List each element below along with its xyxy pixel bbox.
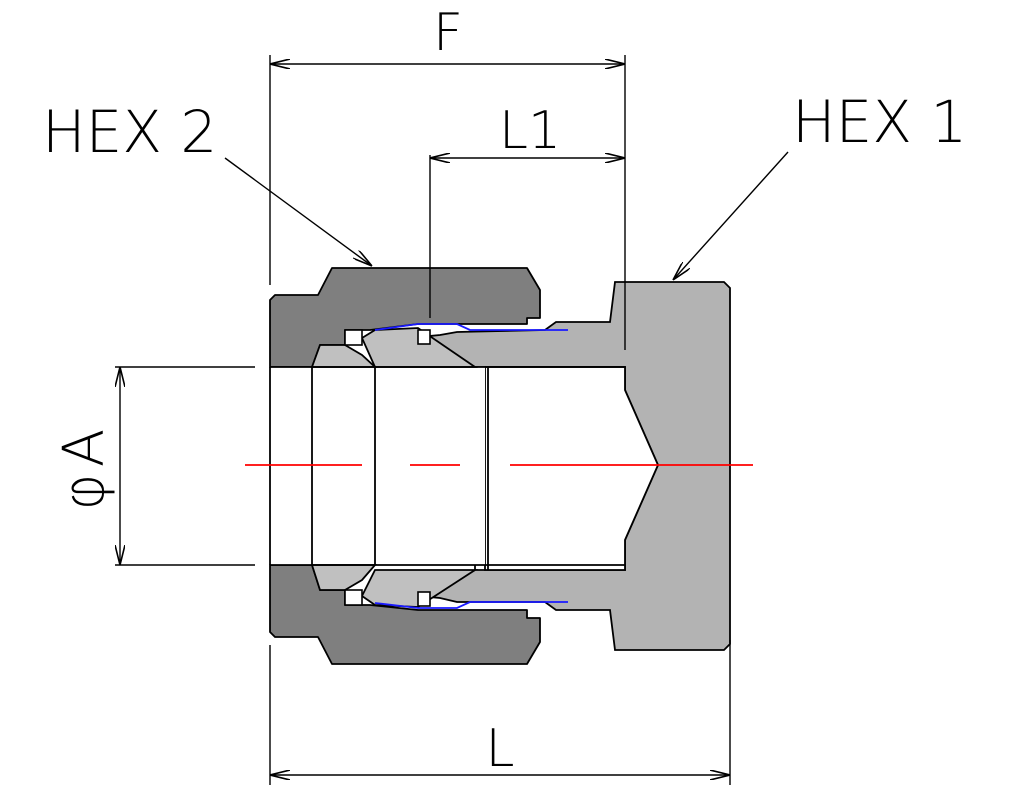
contact-line-top <box>374 323 568 331</box>
gap-block <box>344 589 363 606</box>
front-ferrule-top <box>360 327 478 368</box>
hex1-leader <box>673 151 789 280</box>
hex1-label: HEX 1 <box>792 88 967 156</box>
hex2-leader <box>224 157 372 266</box>
phi-symbol: φ <box>52 474 117 511</box>
l-label: L <box>486 719 515 779</box>
gap-block <box>417 591 431 607</box>
gap-block <box>417 329 431 345</box>
a-label: A <box>52 429 117 467</box>
front-ferrule-bottom <box>360 569 479 608</box>
hex2-label: HEX 2 <box>42 98 217 166</box>
back-ferrule-top <box>310 344 378 368</box>
back-ferrule-bottom <box>310 564 377 591</box>
l1-label: L1 <box>499 101 561 161</box>
contact-line-bottom <box>374 601 568 609</box>
f-label: F <box>433 3 463 63</box>
tube <box>270 367 485 565</box>
gap-block <box>344 329 363 346</box>
